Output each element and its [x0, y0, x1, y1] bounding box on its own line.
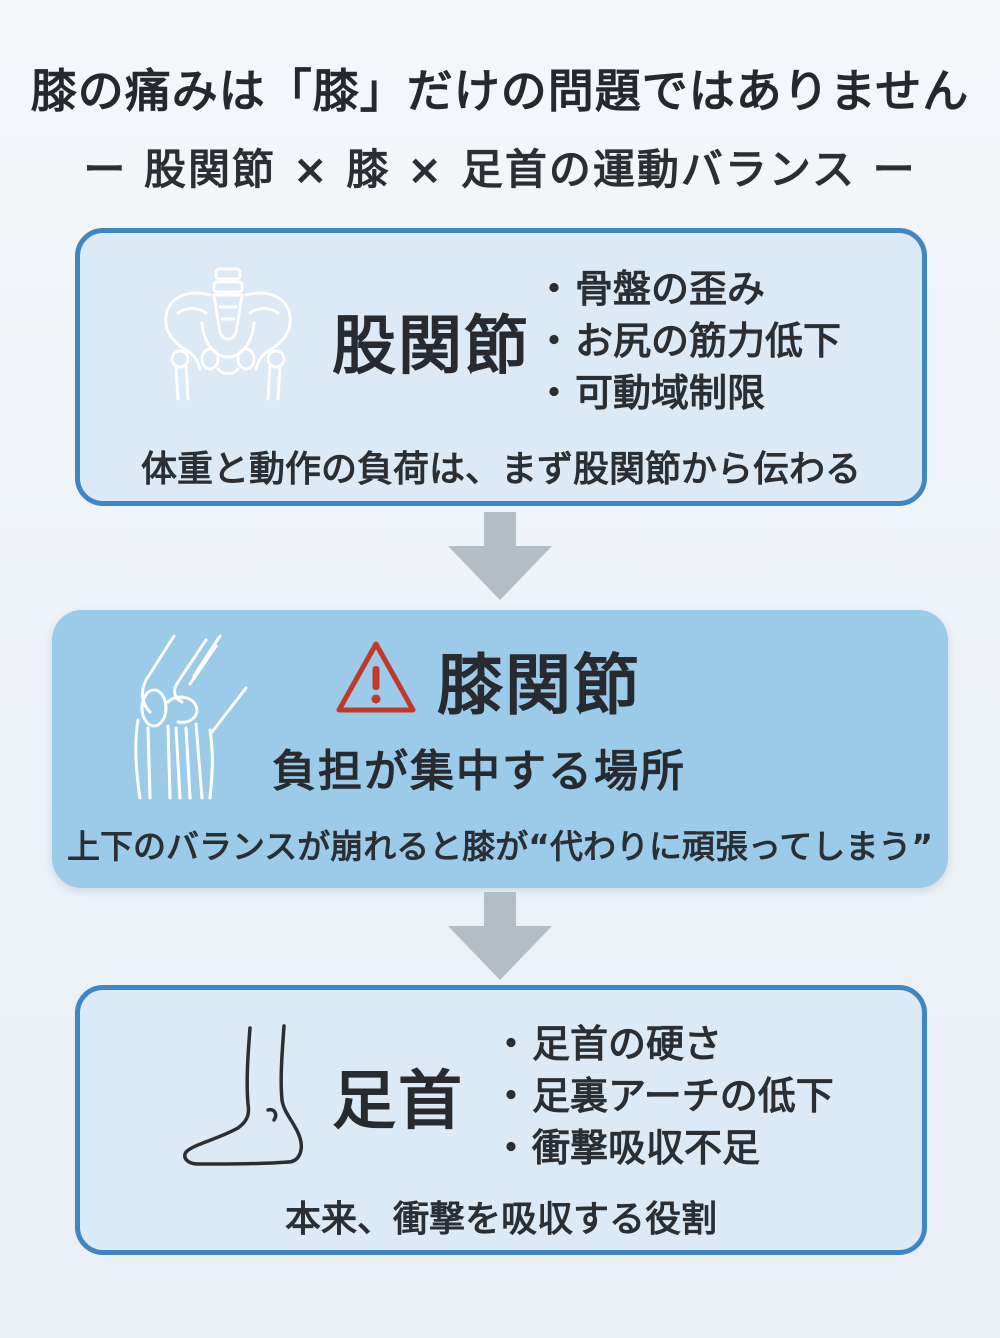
- ankle-box: 足首 足首の硬さ 足裏アーチの低下 衝撃吸収不足 本来、衝撃を吸収する役割: [75, 985, 927, 1255]
- list-item: 骨盤の歪み: [535, 263, 841, 315]
- knee-subtitle: 負担が集中する場所: [272, 746, 686, 797]
- list-item: 衝撃吸収不足: [492, 1122, 834, 1174]
- page-title: 膝の痛みは「膝」だけの問題ではありません: [30, 64, 970, 118]
- knee-joint-icon: [124, 632, 254, 806]
- page-subtitle: ー 股関節 × 膝 × 足首の運動バランス ー: [83, 145, 917, 194]
- down-arrow-icon: [448, 892, 552, 986]
- list-item: 足首の硬さ: [492, 1018, 834, 1070]
- down-arrow-icon: [448, 512, 552, 606]
- warning-triangle-icon: [333, 638, 419, 720]
- ankle-caption: 本来、衝撃を吸収する役割: [284, 1199, 717, 1240]
- foot-icon: [176, 1024, 326, 1178]
- ankle-bullet-list: 足首の硬さ 足裏アーチの低下 衝撃吸収不足: [492, 1018, 834, 1174]
- pelvis-icon: [158, 263, 298, 407]
- hip-title: 股関節: [332, 310, 530, 384]
- knee-title: 膝関節: [437, 647, 641, 724]
- list-item: お尻の筋力低下: [535, 315, 841, 367]
- list-item: 可動域制限: [535, 367, 841, 419]
- hip-caption: 体重と動作の負荷は、まず股関節から伝わる: [140, 449, 861, 490]
- knee-caption: 上下のバランスが崩れると膝が“代わりに頑張ってしまう”: [66, 827, 934, 866]
- ankle-title: 足首: [332, 1065, 464, 1139]
- hip-box: 股関節 骨盤の歪み お尻の筋力低下 可動域制限 体重と動作の負荷は、まず股関節か…: [75, 228, 927, 506]
- list-item: 足裏アーチの低下: [492, 1070, 834, 1122]
- knee-box: 膝関節 負担が集中する場所 上下のバランスが崩れると膝が“代わりに頑張ってしまう…: [52, 610, 948, 888]
- hip-bullet-list: 骨盤の歪み お尻の筋力低下 可動域制限: [535, 263, 841, 419]
